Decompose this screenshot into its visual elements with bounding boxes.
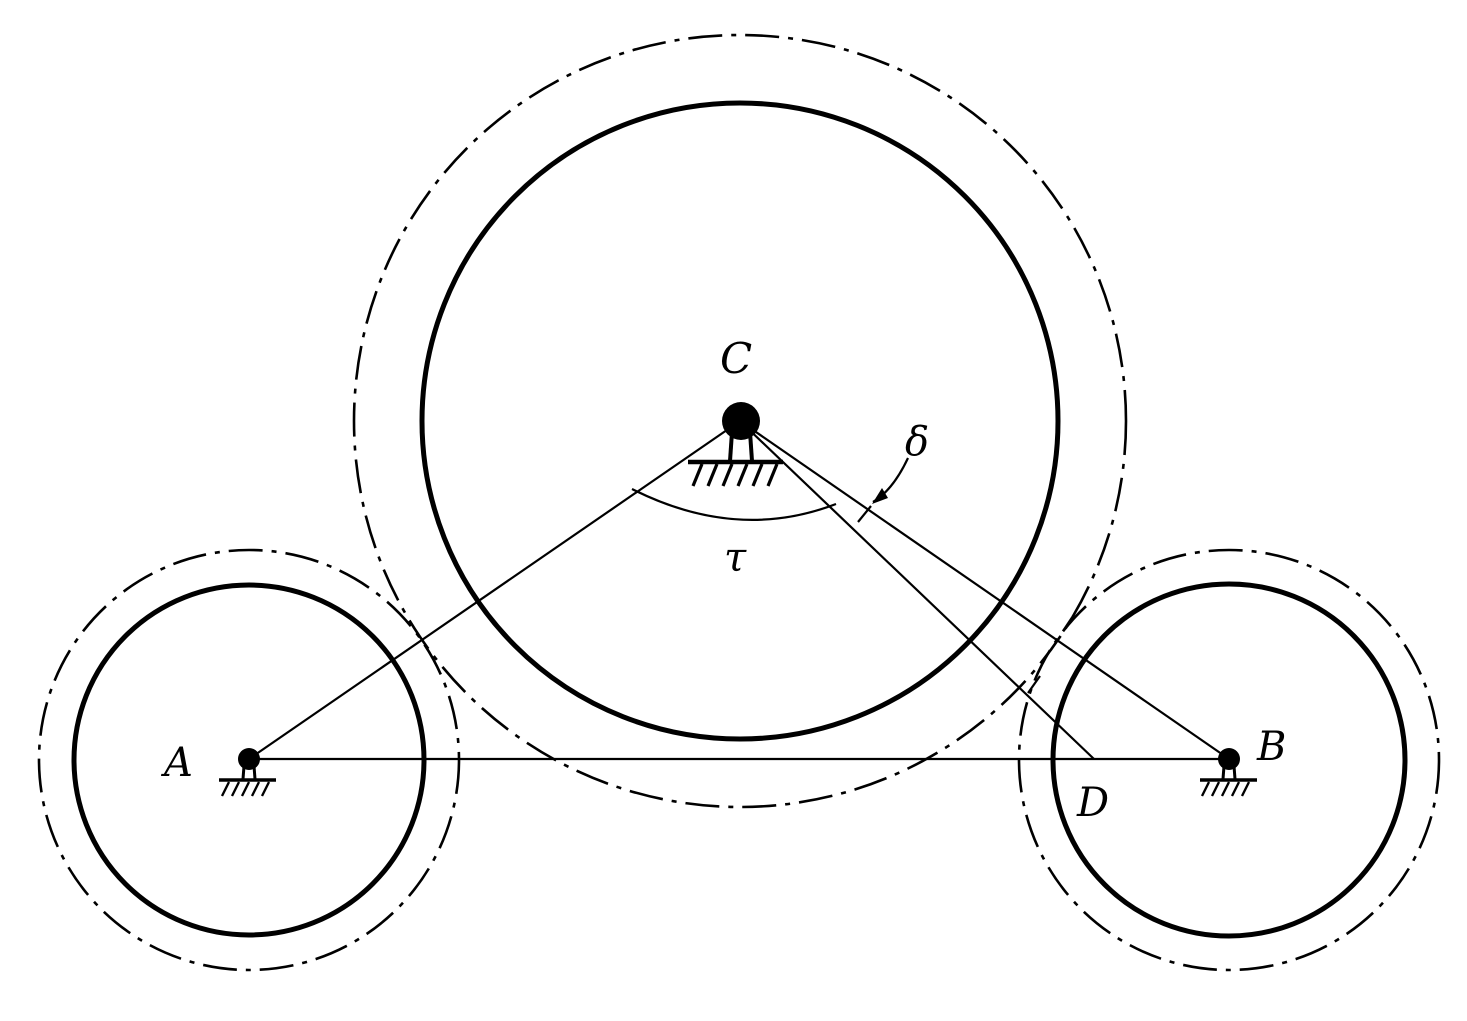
pivot-c-ground-hatch (691, 463, 779, 487)
gear-c-base-circle (419, 100, 1061, 742)
pivot-a-joint (238, 748, 260, 770)
pivot-b-ground-hatch (1200, 781, 1251, 797)
pivot-c (688, 402, 783, 487)
line-c-d (739, 420, 1095, 760)
gear-c-pitch-circle (352, 33, 1128, 809)
label-c: C (720, 334, 752, 383)
pivot-b-joint (1218, 748, 1240, 770)
label-tau: τ (724, 535, 747, 581)
pivot-a-ground-hatch (220, 781, 271, 797)
pivot-a (219, 748, 276, 797)
delta-mark-lower-1 (1027, 675, 1041, 694)
construction-lines (248, 420, 1230, 761)
label-a: A (160, 740, 193, 786)
gear-c (352, 33, 1128, 809)
angle-tau-arc (631, 488, 837, 521)
line-c-a (248, 420, 741, 760)
line-c-b (739, 420, 1230, 760)
label-b: B (1256, 724, 1286, 770)
label-d: D (1076, 780, 1109, 826)
label-delta: δ (905, 419, 929, 465)
delta-mark-lower-2 (1062, 615, 1074, 632)
angle-delta-marks (857, 457, 1074, 694)
delta-tick (857, 505, 872, 523)
pivot-c-joint (722, 402, 760, 440)
pivot-b (1200, 748, 1257, 797)
delta-arrowhead (872, 488, 888, 504)
